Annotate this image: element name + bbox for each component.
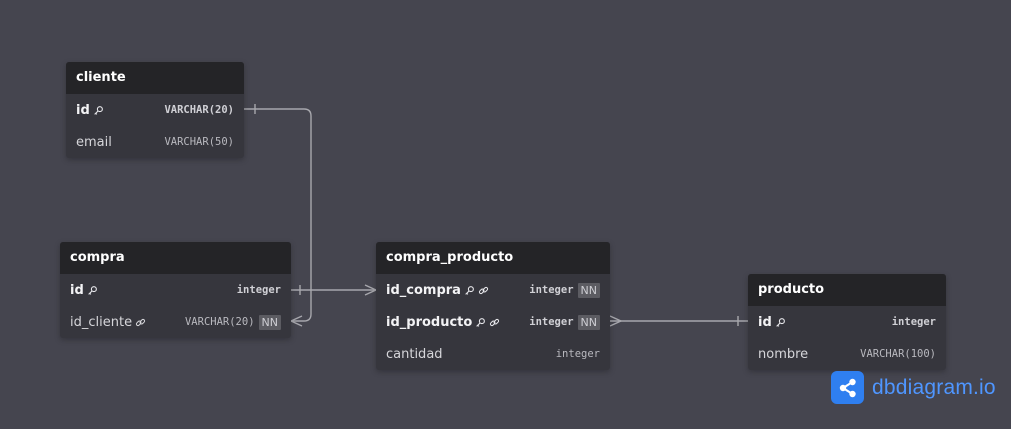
brand-text: dbdiagram.io bbox=[872, 375, 996, 399]
table-cliente[interactable]: cliente id VARCHAR(20) email VARCHAR(50) bbox=[66, 62, 244, 158]
table-title: compra bbox=[60, 242, 291, 274]
column-name: email bbox=[76, 134, 112, 150]
column-row-id-producto[interactable]: id_producto integer NN bbox=[376, 306, 610, 338]
link-icon bbox=[135, 317, 146, 328]
column-type: integer bbox=[555, 348, 600, 360]
column-row-id[interactable]: id integer bbox=[748, 306, 946, 338]
column-name: id_cliente bbox=[70, 314, 133, 330]
table-compra-producto[interactable]: compra_producto id_compra integer NN id_… bbox=[376, 242, 610, 370]
not-null-badge: NN bbox=[577, 314, 600, 330]
column-name: id_compra bbox=[386, 282, 461, 298]
column-type: integer bbox=[529, 284, 574, 296]
table-producto[interactable]: producto id integer nombre VARCHAR(100) bbox=[748, 274, 946, 370]
table-title: compra_producto bbox=[376, 242, 610, 274]
key-icon bbox=[93, 105, 104, 116]
key-icon bbox=[775, 317, 786, 328]
link-icon bbox=[489, 317, 500, 328]
table-compra[interactable]: compra id integer id_cliente VARCHAR(20)… bbox=[60, 242, 291, 338]
column-name: id bbox=[758, 314, 772, 330]
column-row-email[interactable]: email VARCHAR(50) bbox=[66, 126, 244, 158]
share-nodes-icon bbox=[831, 371, 864, 404]
dbdiagram-brand-link[interactable]: dbdiagram.io bbox=[831, 371, 996, 404]
column-type: VARCHAR(50) bbox=[164, 136, 234, 148]
column-type: integer bbox=[236, 284, 281, 296]
column-name: id bbox=[76, 102, 90, 118]
column-row-id[interactable]: id VARCHAR(20) bbox=[66, 94, 244, 126]
relationship-compra-cliente[interactable] bbox=[244, 104, 312, 327]
link-icon bbox=[478, 285, 489, 296]
not-null-badge: NN bbox=[258, 314, 281, 330]
column-type: VARCHAR(20) bbox=[184, 316, 255, 328]
column-type: integer bbox=[529, 316, 574, 328]
column-row-id[interactable]: id integer bbox=[60, 274, 291, 306]
relationship-compraproducto-compra[interactable] bbox=[291, 284, 378, 296]
column-row-id-compra[interactable]: id_compra integer NN bbox=[376, 274, 610, 306]
column-name: nombre bbox=[758, 346, 809, 362]
column-name: id_producto bbox=[386, 314, 473, 330]
key-icon bbox=[475, 317, 486, 328]
column-type: VARCHAR(100) bbox=[860, 348, 936, 360]
column-row-id-cliente[interactable]: id_cliente VARCHAR(20) NN bbox=[60, 306, 291, 338]
column-type: VARCHAR(20) bbox=[164, 104, 234, 116]
table-title: producto bbox=[748, 274, 946, 306]
column-type: integer bbox=[891, 316, 936, 328]
key-icon bbox=[464, 285, 475, 296]
column-name: id bbox=[70, 282, 84, 298]
table-title: cliente bbox=[66, 62, 244, 94]
not-null-badge: NN bbox=[577, 282, 600, 298]
column-name: cantidad bbox=[386, 346, 443, 362]
relationship-compraproducto-producto[interactable] bbox=[609, 315, 748, 327]
column-row-nombre[interactable]: nombre VARCHAR(100) bbox=[748, 338, 946, 370]
column-row-cantidad[interactable]: cantidad integer bbox=[376, 338, 610, 370]
key-icon bbox=[87, 285, 98, 296]
